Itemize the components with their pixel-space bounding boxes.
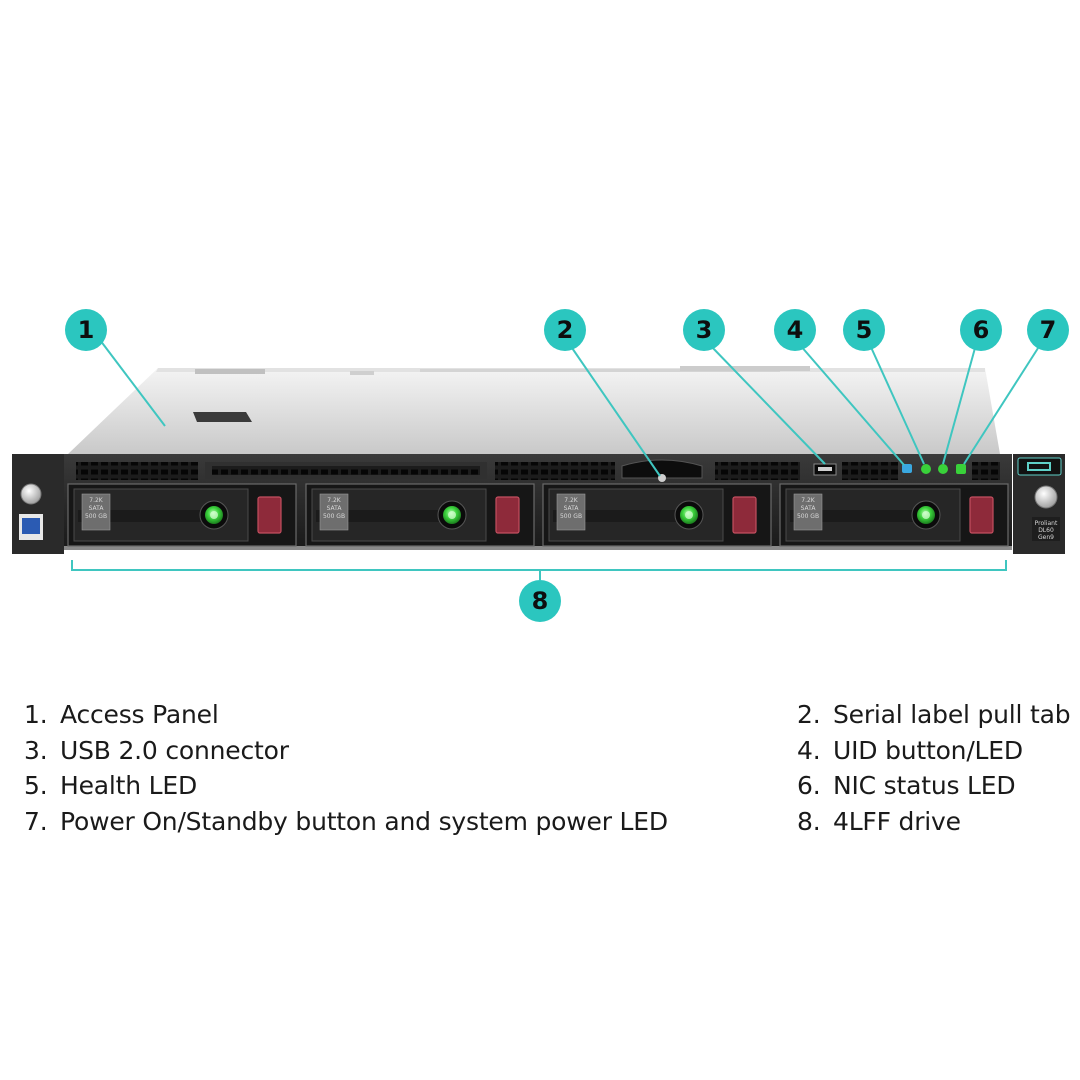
legend-item: 5.Health LED [24,771,198,800]
callout-2: 2 [544,309,586,351]
drive-label-text: 500 GB [85,513,107,520]
drive-label-text: 7.2K [89,497,104,504]
callout-number: 1 [78,316,95,344]
drive-label [556,493,586,531]
leader-lines [99,339,1041,477]
drive-label-text: 7.2K [327,497,342,504]
right-rack-ear: Proliant DL60 Gen9 [1013,454,1065,554]
vent [842,462,898,480]
callout-number: 8 [532,587,549,615]
drive-label [319,493,349,531]
drive-bracket [71,560,1007,580]
legend-item: 1.Access Panel [24,700,219,729]
callout-6: 6 [960,309,1002,351]
drive-label-text: SATA [327,505,343,512]
left-rack-ear [12,454,64,554]
serial-label-pull-tab[interactable] [621,459,703,479]
legend-item: 2.Serial label pull tab [797,700,1071,729]
callout-number: 5 [856,316,873,344]
hpe-logo-icon [1027,462,1051,471]
drive-label-text: SATA [801,505,817,512]
nic-status-led [938,464,948,474]
health-led [921,464,931,474]
callout-number: 6 [973,316,990,344]
callout-number: 2 [557,316,574,344]
uid-button-led[interactable] [902,464,912,473]
drive-latch[interactable] [969,496,994,534]
svg-text:DL60: DL60 [1038,527,1054,534]
callout-number: 4 [787,316,804,344]
legend-item: 6.NIC status LED [797,771,1016,800]
callout-1: 1 [65,309,107,351]
drive-label-text: SATA [89,505,105,512]
drive-latch[interactable] [732,496,757,534]
callout-3: 3 [683,309,725,351]
legend-item: 4.UID button/LED [797,736,1023,765]
callout-7: 7 [1027,309,1069,351]
drive-label [81,493,111,531]
vent [972,462,1000,480]
callout-markers: 1 2 3 4 5 6 7 8 [65,309,1069,622]
access-panel [68,366,1000,454]
vent [76,462,198,480]
drive-label [793,493,823,531]
legend-item: 7.Power On/Standby button and system pow… [24,807,668,836]
drive-label-text: 7.2K [564,497,579,504]
callout-5: 5 [843,309,885,351]
drive-label-text: SATA [564,505,580,512]
callout-8: 8 [519,580,561,622]
cpu-badge-icon [22,518,40,534]
legend-item: 3.USB 2.0 connector [24,736,289,765]
drive-label-text: 500 GB [797,513,819,520]
callout-number: 3 [696,316,713,344]
drive-label-text: 500 GB [560,513,582,520]
power-button[interactable] [956,464,966,474]
svg-text:Proliant: Proliant [1035,520,1058,527]
drive-label-text: 500 GB [323,513,345,520]
legend-item: 8.4LFF drive [797,807,961,836]
vent [715,462,800,480]
svg-text:Gen9: Gen9 [1038,534,1054,541]
vent [495,462,615,480]
drive-latch[interactable] [257,496,282,534]
drive-latch[interactable] [495,496,520,534]
callout-4: 4 [774,309,816,351]
drive-label-text: 7.2K [801,497,816,504]
callout-number: 7 [1040,316,1057,344]
